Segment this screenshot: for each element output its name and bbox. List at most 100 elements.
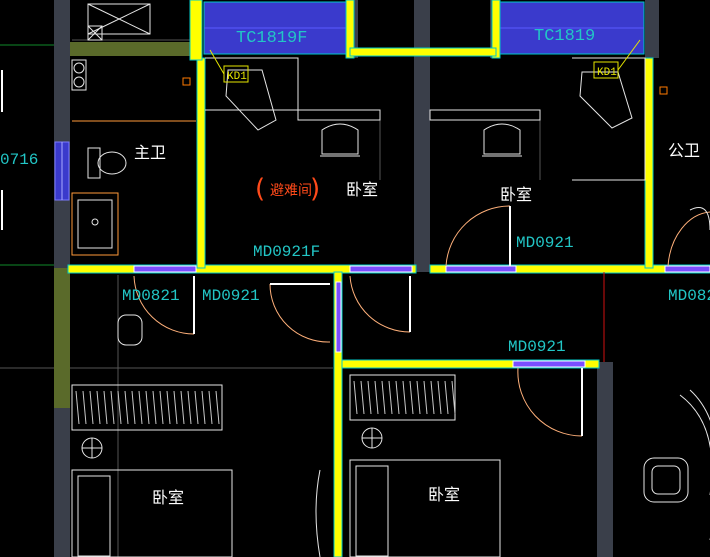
chair-icon — [483, 123, 521, 155]
hanger-line — [152, 390, 157, 425]
bed-icon — [572, 57, 646, 181]
top-column-far-right — [645, 0, 659, 58]
door-frame-vertical — [335, 281, 342, 353]
room-label-bedroom-4: 卧室 — [428, 485, 460, 504]
hanger-line — [124, 390, 129, 425]
master-bath-fixtures — [71, 3, 151, 179]
right-lower-column — [597, 362, 613, 557]
door-frame-md0921-b — [445, 265, 517, 273]
lower-right-bedroom-furniture — [315, 374, 501, 557]
hanger-line — [395, 380, 400, 415]
room-label-refuge: 避难间 — [270, 183, 312, 199]
hanger-line — [353, 380, 358, 415]
hanger-line — [131, 390, 136, 425]
hanger-line — [110, 390, 115, 425]
hanger-line — [423, 380, 428, 415]
hanger-line — [215, 390, 220, 425]
refuge-right-paren: ) — [310, 174, 320, 204]
hanger-line — [388, 380, 393, 415]
curved-desk — [679, 394, 710, 495]
bed-curve — [315, 469, 321, 557]
lower-right-study — [643, 389, 710, 540]
door-swing-icon — [517, 367, 583, 437]
door-frame-md0821-right — [664, 265, 710, 273]
hanger-line — [374, 380, 379, 415]
door-swing-icon — [667, 211, 710, 267]
floor-drain-cross-b — [87, 25, 103, 41]
kd-label-right: KD1 — [597, 67, 617, 79]
desk-left — [297, 109, 381, 121]
hanger-line — [75, 390, 80, 425]
hanger-line — [103, 390, 108, 425]
floor-drain-circle — [73, 62, 85, 74]
toilet-tank — [87, 147, 101, 179]
wall-top-post-b — [491, 0, 501, 59]
refuge-left-paren: ( — [255, 174, 265, 204]
chair-seat — [651, 465, 681, 495]
curved-desk-outer — [689, 389, 710, 540]
hanger-line — [138, 390, 143, 425]
hanger-line — [166, 390, 171, 425]
wardrobe-hatch-right — [353, 380, 456, 415]
sink-cabinet — [71, 192, 119, 256]
edge-label-0716: 0716 — [0, 151, 38, 169]
wall-public-bath-left — [644, 57, 654, 269]
door-frames — [133, 265, 710, 368]
left-olive-wall-segment — [54, 268, 70, 408]
kd-label-left: KD1 — [227, 71, 247, 83]
wardrobe-right — [349, 374, 456, 421]
wall-refuge-left — [196, 57, 206, 269]
room-label-bedroom-3: 卧室 — [152, 488, 184, 507]
hanger-line — [201, 390, 206, 425]
door-frame-md0821-left — [133, 265, 197, 273]
sink-icon — [77, 199, 113, 249]
wall-top-left-post — [189, 0, 203, 61]
window-label-tc1819f: TC1819F — [236, 29, 307, 48]
door-swing-icon — [269, 283, 331, 343]
hanger-line — [180, 390, 185, 425]
room-label-public-bath: 公卫 — [668, 141, 700, 160]
hanger-line — [187, 390, 192, 425]
door-label-md0921f: MD0921F — [253, 243, 320, 261]
desk-right — [429, 109, 541, 121]
wall-top-lintel — [349, 47, 497, 57]
door-label-md0921-a: MD0921 — [202, 287, 260, 305]
top-right-room-furniture — [429, 57, 646, 181]
door-label-md0921-b: MD0921 — [516, 234, 574, 252]
top-left-olive-wall — [70, 42, 190, 56]
hanger-line — [367, 380, 372, 415]
hanger-line — [402, 380, 407, 415]
hanger-line — [451, 380, 456, 415]
hanger-line — [89, 390, 94, 425]
door-label-md0821-right: MD0821 — [668, 287, 710, 305]
center-column — [414, 0, 430, 272]
room-label-bedroom-2: 卧室 — [500, 185, 532, 204]
wall-mid-horizontal-right — [429, 264, 710, 274]
wall-top-post-a — [345, 0, 355, 59]
hanger-line — [360, 380, 365, 415]
room-label-bedroom-1: 卧室 — [346, 180, 378, 199]
floor-drain-icon — [71, 59, 87, 91]
bed-pillow — [579, 71, 633, 129]
bed-pillow-left — [77, 475, 111, 557]
door-swing-icon — [445, 205, 511, 267]
door-frame-md0921-c — [512, 360, 586, 368]
hanger-line — [194, 390, 199, 425]
toilet-icon — [97, 151, 127, 175]
bed-icon — [349, 459, 501, 557]
bed-pillow — [225, 69, 277, 131]
hanger-line — [416, 380, 421, 415]
socket-icon — [182, 77, 191, 86]
bed-icon — [71, 469, 233, 557]
hanger-line — [409, 380, 414, 415]
hanger-line — [117, 390, 122, 425]
bed-pillow-right — [355, 465, 389, 557]
hanger-line — [430, 380, 435, 415]
socket-icon — [659, 86, 668, 95]
floor-drain-circle-2 — [73, 76, 85, 88]
hanger-line — [444, 380, 449, 415]
yellow-walls — [67, 0, 710, 557]
refuge-room-furniture — [205, 57, 381, 157]
chair-icon — [117, 314, 143, 346]
hanger-line — [82, 390, 87, 425]
